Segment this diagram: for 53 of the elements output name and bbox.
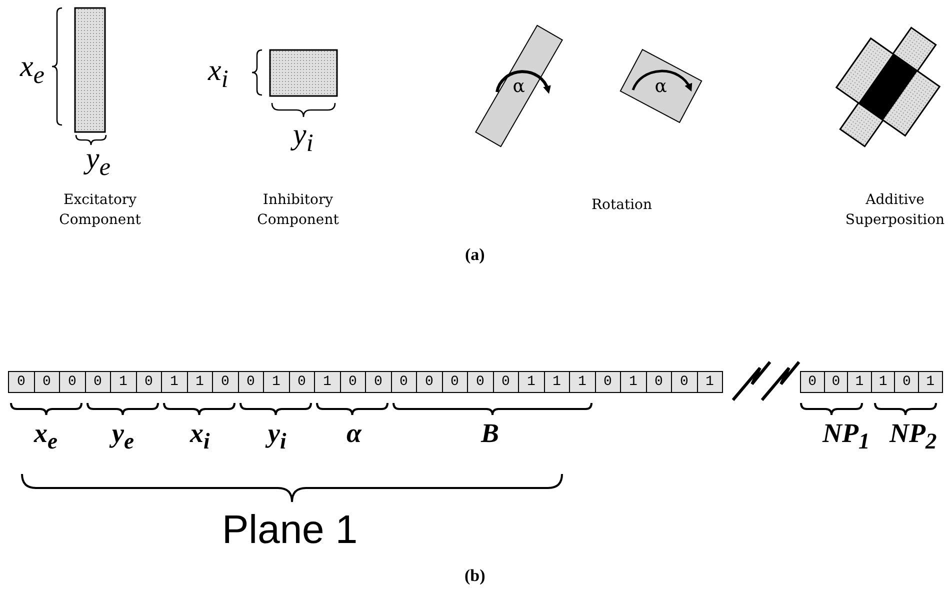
bit-cell: 0 — [671, 371, 698, 393]
bit-cell: 1 — [518, 371, 544, 393]
bit-cell: 0 — [390, 371, 417, 393]
bit-cell: 1 — [186, 371, 213, 393]
component-caption: Inhibitory Component — [256, 191, 340, 230]
field-symbol: B — [481, 418, 500, 449]
dimension-symbol: x$_{i}$ — [208, 54, 228, 94]
bit-cell: 0 — [8, 371, 34, 393]
field-symbol: x$_{e}$ — [34, 418, 58, 454]
bit-cell: 1 — [918, 371, 943, 393]
bit-cell: 0 — [340, 371, 366, 393]
bit-cell: 0 — [212, 371, 238, 393]
bit-cell: 0 — [288, 371, 315, 393]
bit-cell: 1 — [110, 371, 136, 393]
bit-cell: 1 — [696, 371, 723, 393]
dimension-symbol: y$_{e}$ — [86, 142, 110, 182]
bit-cell: 1 — [870, 371, 896, 393]
field-symbol: α — [346, 418, 362, 449]
panel-label: (b) — [464, 566, 486, 586]
bit-cell: 1 — [263, 371, 290, 393]
bit-cell: 0 — [238, 371, 264, 393]
bit-cell: 1 — [161, 371, 188, 393]
dimension-symbol: y$_{i}$ — [293, 118, 314, 158]
bit-cell: 0 — [416, 371, 442, 393]
operation-caption: Rotation — [592, 196, 652, 215]
bit-cell: 0 — [136, 371, 162, 393]
component-caption: Excitatory Component — [58, 191, 142, 230]
panel-label: (a) — [465, 245, 485, 265]
bit-cell: 1 — [544, 371, 570, 393]
bit-cell: 1 — [847, 371, 872, 393]
bit-cell: 1 — [569, 371, 596, 393]
angle-symbol: α — [654, 76, 668, 96]
field-symbol: NP$_{2}$ — [890, 418, 937, 454]
bit-cell: 0 — [492, 371, 519, 393]
bit-cell: 0 — [594, 371, 621, 393]
bit-cell: 0 — [467, 371, 494, 393]
operation-caption: Additive Superposition — [845, 191, 945, 230]
bit-cell: 0 — [59, 371, 86, 393]
bit-cell: 0 — [34, 371, 60, 393]
bit-cell: 0 — [365, 371, 392, 393]
bit-cell: 0 — [442, 371, 468, 393]
dimension-symbol: x$_{e}$ — [20, 50, 44, 90]
angle-symbol: α — [512, 76, 526, 96]
bit-cell: 1 — [620, 371, 646, 393]
bit-cell: 0 — [800, 371, 825, 393]
plane-label: Plane 1 — [222, 508, 358, 553]
bit-cell: 0 — [824, 371, 848, 393]
field-symbol: NP$_{1}$ — [822, 418, 870, 454]
bit-cell: 0 — [646, 371, 672, 393]
bit-cell: 0 — [84, 371, 111, 393]
bit-cell: 0 — [894, 371, 919, 393]
bit-cell: 1 — [314, 371, 340, 393]
field-symbol: x$_{i}$ — [190, 418, 210, 454]
